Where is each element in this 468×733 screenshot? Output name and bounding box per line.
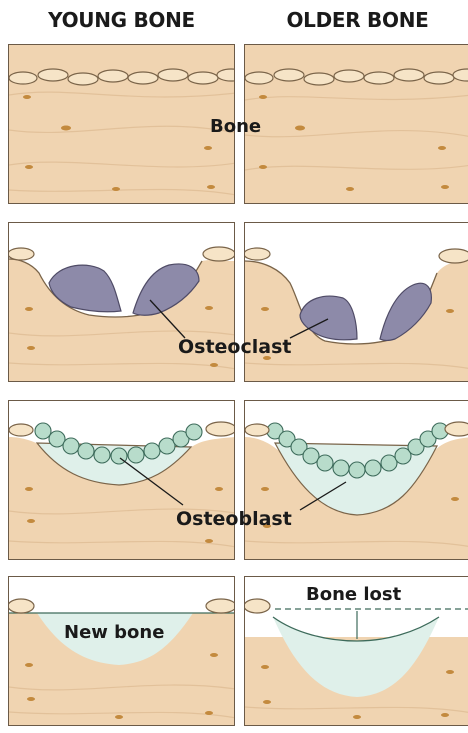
column-title-older: OLDER BONE — [244, 8, 468, 32]
panel-young-resting — [8, 44, 235, 204]
label-new-bone: New bone — [64, 622, 164, 643]
panel-young-formation — [8, 400, 235, 560]
label-bone-lost: Bone lost — [306, 584, 401, 605]
panel-older-resting — [244, 44, 468, 204]
label-bone: Bone — [210, 116, 261, 137]
lining-cell-icon — [245, 599, 270, 613]
label-osteoclast: Osteoclast — [178, 336, 291, 358]
label-osteoblast: Osteoblast — [176, 508, 292, 530]
panel-older-resorption — [244, 222, 468, 382]
panel-older-formation — [244, 400, 468, 560]
panel-young-resorption — [8, 222, 235, 382]
column-title-young: YOUNG BONE — [8, 8, 235, 32]
panel-young-result — [8, 576, 235, 726]
